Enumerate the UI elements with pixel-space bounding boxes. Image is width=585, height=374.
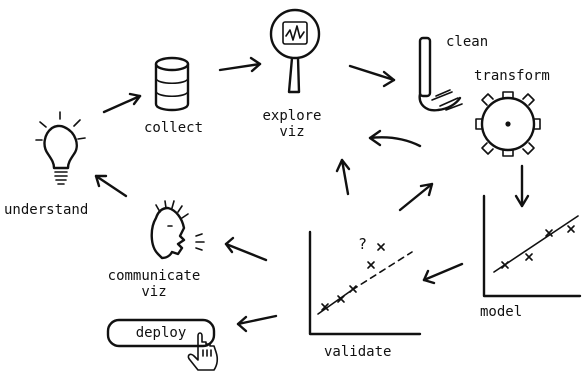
explore-label: explore viz [252, 108, 332, 140]
arrow-validate-to-explore [335, 158, 351, 196]
arrow-explore-to-clean [348, 64, 396, 88]
gear-icon [475, 91, 541, 157]
understand-label: understand [4, 202, 89, 218]
collect-label: collect [144, 120, 204, 136]
validate-label: validate [324, 344, 392, 360]
arrow-validate-to-communicate [224, 236, 268, 262]
arrow-understand-to-collect [102, 92, 142, 114]
arrow-transform-to-explore [368, 129, 422, 148]
pointing-hand-icon [187, 332, 219, 371]
magnifying-glass-icon [269, 8, 321, 94]
communicate-label: communicate viz [98, 268, 210, 300]
model-plot-icon [482, 194, 582, 298]
validate-plot-icon [308, 230, 422, 336]
communicate-label-line1: communicate [107, 268, 201, 284]
deploy-button-icon [106, 318, 216, 348]
mop-icon [418, 36, 463, 112]
arrow-collect-to-explore [218, 56, 262, 73]
communicate-label-line2: viz [141, 284, 167, 300]
clean-label: clean [446, 34, 489, 50]
transform-label: transform [474, 68, 550, 84]
database-icon [154, 56, 190, 112]
model-label: model [480, 304, 523, 320]
question-mark-label: ? [358, 235, 368, 253]
lightbulb-icon [35, 111, 86, 185]
arrow-validate-to-transform [398, 182, 434, 212]
arrow-model-to-validate [422, 262, 464, 285]
explore-label-line2: viz [279, 124, 305, 140]
arrow-communicate-to-understand [94, 174, 128, 198]
arrow-transform-to-model [514, 164, 530, 208]
arrow-validate-to-deploy [236, 314, 278, 333]
talking-head-icon [150, 200, 205, 260]
deploy-label: deploy [135, 325, 187, 341]
explore-label-line1: explore [262, 108, 322, 124]
